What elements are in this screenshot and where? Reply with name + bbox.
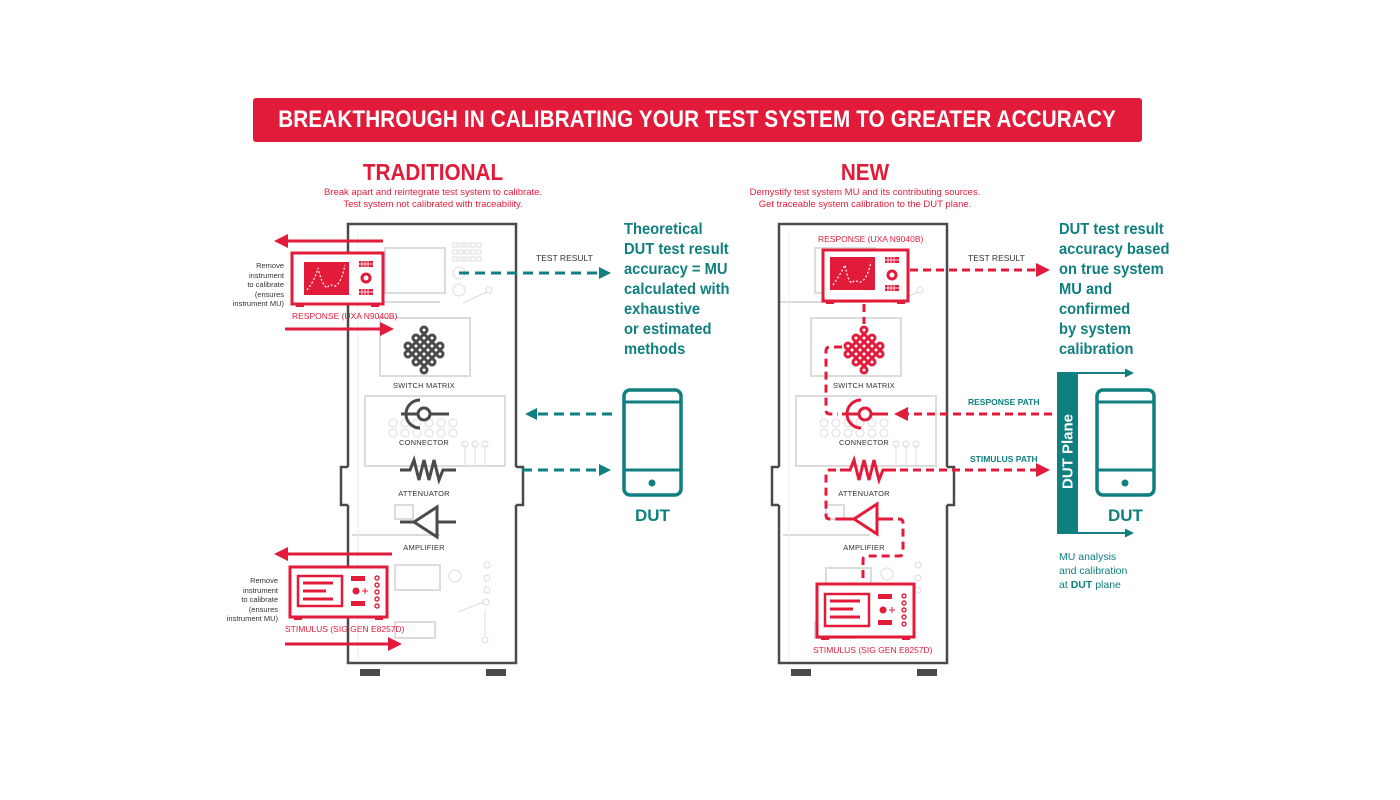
result-line: calculated with <box>624 281 730 298</box>
result-line: by system <box>1059 321 1132 338</box>
result-line: accuracy = MU <box>624 261 728 278</box>
dut-phone-icon <box>622 388 683 497</box>
new-switch-matrix-label: SWITCH MATRIX <box>832 381 896 390</box>
stimulus-path-label: STIMULUS PATH <box>970 454 1038 464</box>
new-subtitle-1: Demystify test system MU and its contrib… <box>749 187 981 198</box>
note-line: instrument MU) <box>226 614 278 623</box>
switch-matrix-icon-new <box>843 325 885 375</box>
traditional-subtitle-1: Break apart and reintegrate test system … <box>323 187 543 198</box>
traditional-dut-label: DUT <box>635 506 670 525</box>
new-connector-label: CONNECTOR <box>839 438 889 447</box>
new-result-text: DUT test result accuracy based on true s… <box>1059 220 1169 360</box>
response-path-label: RESPONSE PATH <box>968 397 1040 407</box>
new-title: NEW <box>840 159 890 185</box>
mu-dut-bold: DUT <box>1070 579 1093 591</box>
traditional-connector-label: CONNECTOR <box>399 438 449 447</box>
note-line: (ensures <box>248 604 278 614</box>
traditional-test-result-label: TEST RESULT <box>536 253 593 263</box>
dut-plane-label: DUT Plane <box>1059 414 1077 490</box>
traditional-switch-matrix-label: SWITCH MATRIX <box>392 381 456 390</box>
note-line: to calibrate <box>247 280 284 289</box>
result-line: confirmed <box>1059 301 1131 318</box>
traditional-stimulus-label: STIMULUS (SIG GEN E8257D) <box>285 624 405 634</box>
new-stimulus-label: STIMULUS (SIG GEN E8257D) <box>813 645 933 655</box>
new-response-label: RESPONSE (UXA N9040B) <box>818 234 924 244</box>
mu-note-line: MU analysis <box>1059 551 1117 563</box>
traditional-response-label: RESPONSE (UXA N9040B) <box>292 311 398 321</box>
note-line: Remove <box>250 576 278 585</box>
amplifier-icon-new <box>842 501 887 537</box>
note-line: instrument MU) <box>232 299 284 308</box>
traditional-title: TRADITIONAL <box>362 159 504 185</box>
result-line: accuracy based <box>1059 241 1170 258</box>
mu-note-line: and calibration <box>1059 565 1128 577</box>
mu-suffix: plane <box>1092 579 1121 591</box>
amplifier-icon <box>400 504 456 540</box>
switch-matrix-icon <box>403 325 445 375</box>
note-line: instrument <box>242 585 278 595</box>
result-line: DUT test result <box>624 241 729 258</box>
attenuator-icon <box>400 455 456 485</box>
note-line: to calibrate <box>241 595 278 604</box>
banner-title: BREAKTHROUGH IN CALIBRATING YOUR TEST SY… <box>278 106 1117 133</box>
spectrum-analyzer-icon-new <box>821 248 910 304</box>
note-line: Remove <box>256 261 284 270</box>
traditional-attenuator-label: ATTENUATOR <box>398 489 450 498</box>
mu-analysis-note: MU analysis and calibration at DUT plane <box>1059 550 1127 592</box>
attenuator-icon-new <box>840 455 896 485</box>
signal-generator-icon <box>288 565 389 620</box>
connector-icon <box>401 398 449 430</box>
note-line: instrument <box>248 270 284 280</box>
result-line: methods <box>624 341 686 358</box>
result-line: Theoretical <box>624 221 703 238</box>
remove-instrument-note-bottom: Remove instrument to calibrate (ensures … <box>220 576 278 624</box>
note-line: (ensures <box>254 289 284 299</box>
new-subtitle-2: Get traceable system calibration to the … <box>758 199 972 210</box>
dut-phone-icon-new <box>1095 388 1156 497</box>
dut-plane-bar <box>1057 372 1078 534</box>
result-line: DUT test result <box>1059 220 1169 240</box>
result-line: calibration <box>1059 341 1134 358</box>
traditional-result-text: Theoretical DUT test result accuracy = M… <box>624 220 730 360</box>
new-test-result-label: TEST RESULT <box>968 253 1025 263</box>
new-dut-label: DUT <box>1108 506 1143 525</box>
new-attenuator-label: ATTENUATOR <box>838 489 890 498</box>
mu-prefix: at <box>1059 579 1071 591</box>
connector-icon-new <box>842 398 888 430</box>
result-rest: test result <box>1089 221 1164 238</box>
traditional-subtitle-2: Test system not calibrated with traceabi… <box>343 199 523 210</box>
result-line: or estimated <box>624 321 712 338</box>
result-line: on true system <box>1059 261 1164 278</box>
mu-note-line: at DUT plane <box>1059 578 1127 592</box>
new-amplifier-label: AMPLIFIER <box>843 543 885 552</box>
calibration-path <box>824 304 905 581</box>
result-line: exhaustive <box>624 301 701 318</box>
signal-generator-icon-new <box>815 582 916 640</box>
dut-bold: DUT <box>1059 221 1090 238</box>
result-line: MU and <box>1059 281 1113 298</box>
header-banner: BREAKTHROUGH IN CALIBRATING YOUR TEST SY… <box>253 98 1142 142</box>
spectrum-analyzer-icon <box>290 251 385 307</box>
traditional-amplifier-label: AMPLIFIER <box>403 543 445 552</box>
remove-instrument-note-top: Remove instrument to calibrate (ensures … <box>220 261 284 309</box>
